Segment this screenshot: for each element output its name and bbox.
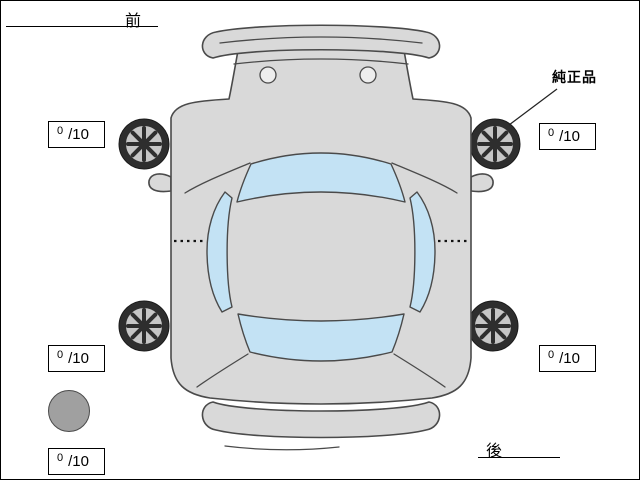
right-mirror — [470, 173, 494, 193]
hood-line — [233, 58, 409, 65]
left-mirror — [148, 173, 172, 193]
genuine-part-label: 純正品 — [552, 69, 597, 85]
tire-rating-rear-right: 0 /10 — [539, 345, 596, 372]
tire-rating-rear-left-value: 0 — [57, 348, 64, 361]
tire-rating-front-left-value: 0 — [57, 124, 64, 137]
front-label: 前 — [125, 13, 144, 30]
hood-circle-right — [359, 66, 377, 84]
a-pillar-left-line — [184, 162, 251, 194]
c-pillar-left-line — [196, 353, 249, 388]
windshield-glass — [236, 152, 406, 203]
tire-rating-front-right-denominator: /10 — [559, 128, 580, 145]
front-label-underline — [6, 26, 158, 27]
tire-rating-rear-right-denominator: /10 — [559, 350, 580, 367]
tire-rating-rear-left-denominator: /10 — [68, 350, 89, 367]
c-pillar-right-line — [393, 353, 446, 388]
hood-circle-left — [259, 66, 277, 84]
wheel-front-left — [117, 117, 171, 171]
tire-rating-rear-right-value: 0 — [548, 348, 555, 361]
rear-label-underline — [478, 457, 560, 458]
tire-rating-front-right: 0 /10 — [539, 123, 596, 150]
rear-bumper — [201, 401, 441, 439]
under-bumper-line — [224, 445, 340, 451]
tire-rating-spare: 0 /10 — [48, 448, 105, 475]
wheel-rear-left — [117, 299, 171, 353]
right-window-glass — [409, 191, 436, 313]
tire-rating-front-left-denominator: /10 — [68, 126, 89, 143]
wheel-rear-right — [466, 299, 520, 353]
rear-window-glass — [237, 313, 405, 362]
front-bumper-line — [219, 36, 423, 44]
wheel-front-right — [468, 117, 522, 171]
a-pillar-right-line — [391, 162, 458, 194]
tire-rating-rear-left: 0 /10 — [48, 345, 105, 372]
tire-rating-front-left: 0 /10 — [48, 121, 105, 148]
front-bumper — [201, 24, 441, 59]
tire-rating-spare-denominator: /10 — [68, 453, 89, 470]
genuine-part-leader-line — [508, 88, 558, 126]
tire-rating-spare-value: 0 — [57, 451, 64, 464]
rear-label: 後 — [486, 443, 505, 460]
tire-rating-front-right-value: 0 — [548, 126, 555, 139]
spare-tire-icon — [48, 390, 90, 432]
left-window-glass — [206, 191, 233, 313]
